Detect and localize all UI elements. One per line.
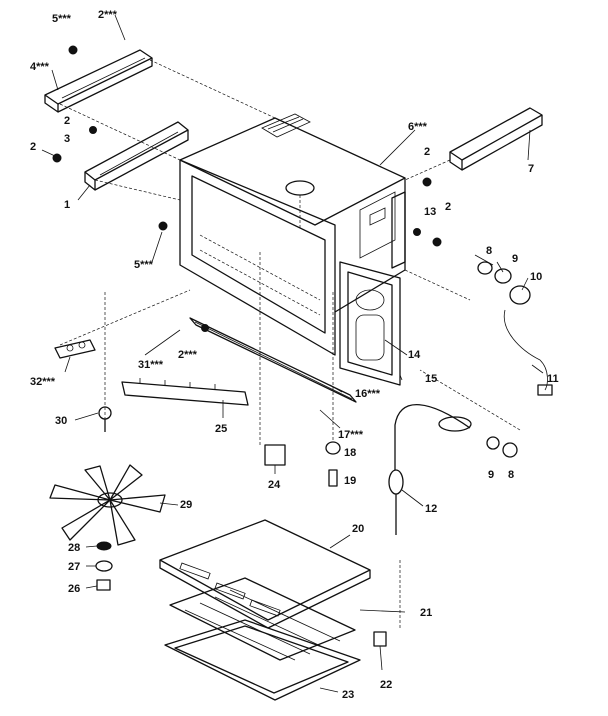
label-2-b: 2 [30, 141, 36, 153]
label-6: 6*** [408, 121, 428, 133]
lamp-cover [264, 444, 286, 466]
label-5-top: 5*** [52, 13, 72, 25]
leader-lines [41, 14, 544, 693]
oven-rack [169, 577, 356, 661]
label-12: 12 [425, 503, 437, 515]
receptacle-assembly [477, 261, 553, 458]
label-26: 26 [68, 583, 80, 595]
upper-left-rail [44, 49, 153, 113]
lamp-and-socket [325, 441, 341, 487]
label-2-top: 2*** [98, 9, 118, 21]
label-2-a: 2 [64, 115, 70, 127]
label-16: 16*** [355, 388, 381, 400]
label-5: 5*** [134, 259, 154, 271]
label-21: 21 [420, 607, 432, 619]
label-2-e: 2*** [178, 349, 198, 361]
label-20: 20 [352, 523, 364, 535]
convection-fan [49, 464, 166, 546]
screws [52, 45, 442, 332]
lower-bracket [121, 378, 249, 406]
small-corner-bracket [54, 339, 96, 359]
broiler-pan [164, 619, 361, 701]
label-15: 15 [425, 373, 437, 385]
label-30: 30 [55, 415, 67, 427]
label-23: 23 [342, 689, 354, 701]
label-31: 31*** [138, 359, 164, 371]
label-4: 4*** [30, 61, 50, 73]
label-22: 22 [380, 679, 392, 691]
drip-tray [159, 519, 371, 629]
label-27: 27 [68, 561, 80, 573]
left-mounting-bracket [84, 121, 189, 191]
temperature-probe [388, 404, 472, 535]
label-25: 25 [215, 423, 227, 435]
bottom-trim-strip [189, 317, 357, 403]
label-32: 32*** [30, 376, 56, 388]
door-window-panel [339, 261, 401, 386]
label-19: 19 [344, 475, 356, 487]
label-1: 1 [64, 199, 70, 211]
label-10: 10 [530, 271, 542, 283]
label-8-a: 8 [486, 245, 492, 257]
label-9-b: 9 [488, 469, 494, 481]
label-29: 29 [180, 499, 192, 511]
oven-cabinet [179, 113, 406, 356]
assembly-lines [59, 59, 521, 630]
label-3: 3 [64, 133, 70, 145]
label-18: 18 [344, 447, 356, 459]
right-top-rail [449, 107, 543, 171]
label-2-c: 2 [424, 146, 430, 158]
label-14: 14 [408, 349, 421, 361]
label-9-a: 9 [512, 253, 518, 265]
door-latch [373, 631, 387, 647]
part-labels: 5*** 2*** 4*** 2 3 2 1 6*** 2 7 13 2 5**… [30, 9, 559, 701]
label-7: 7 [528, 163, 534, 175]
label-24: 24 [268, 479, 281, 491]
label-2-d: 2 [445, 201, 451, 213]
label-11: 11 [547, 373, 559, 385]
label-17: 17*** [338, 429, 364, 441]
label-8-b: 8 [508, 469, 514, 481]
label-28: 28 [68, 542, 80, 554]
label-13: 13 [424, 206, 436, 218]
fan-hardware [95, 541, 113, 591]
